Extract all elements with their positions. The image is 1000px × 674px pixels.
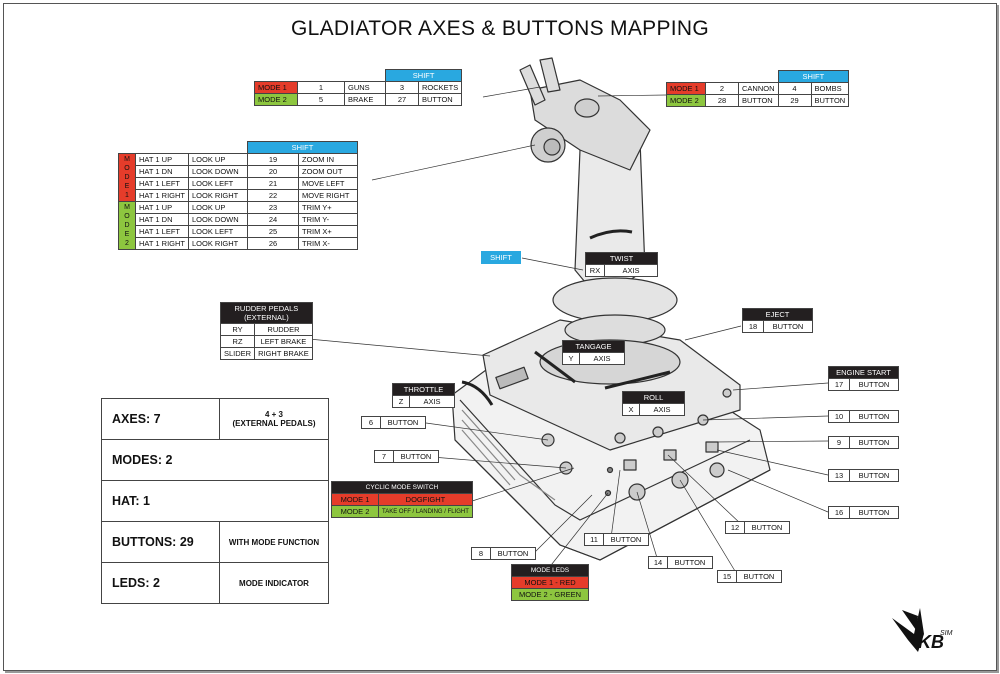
table-row: MODES: 2 — [101, 439, 329, 481]
logo-text: KB — [918, 632, 944, 652]
shift-header: SHIFT — [777, 70, 850, 83]
table-row: HAT: 1 — [101, 480, 329, 522]
mode-cell: MODE 1 — [666, 82, 706, 95]
table-row: MODE 1 1 GUNS 3 ROCKETS — [254, 81, 463, 94]
table-row: MODE 2 TAKE OFF / LANDING / FLIGHT — [331, 505, 473, 518]
table-row: HAT 1 RIGHT LOOK RIGHT 22 MOVE RIGHT — [119, 189, 358, 202]
eagle-icon — [892, 608, 924, 652]
eject-button-label: EJECT 18 BUTTON — [742, 308, 813, 333]
table-row: MODE 1 2 CANNON 4 BOMBS — [666, 82, 850, 95]
table-row: BUTTONS: 29 WITH MODE FUNCTION — [101, 521, 329, 563]
page-title: GLADIATOR AXES & BUTTONS MAPPING — [290, 17, 710, 40]
engine-start-label: ENGINE START 17 BUTTON — [828, 366, 899, 391]
table-row: LEDS: 2 MODE INDICATOR — [101, 562, 329, 604]
mode-cell: MODE 2 — [254, 93, 298, 106]
mode2-vertical-label: M O D E 2 — [118, 201, 136, 250]
mode-cell: MODE 2 — [666, 94, 706, 107]
table-row: HAT 1 DN LOOK DOWN 24 TRIM Y- — [119, 213, 358, 226]
page-frame — [3, 3, 997, 671]
throttle-axis-label: THROTTLE Z AXIS — [392, 383, 455, 408]
mode1-vertical-label: M O D E 1 — [118, 153, 136, 202]
cyclic-mode-switch-table: CYCLIC MODE SWITCH MODE 1 DOGFIGHT MODE … — [331, 481, 473, 518]
table-row: HAT 1 DN LOOK DOWN 20 ZOOM OUT — [119, 165, 358, 178]
summary-table: AXES: 7 4 + 3 (EXTERNAL PEDALS) MODES: 2… — [101, 398, 329, 604]
hat-mapping-table: SHIFT M O D E 1 HAT 1 UP LOOK UP 19 ZOOM… — [118, 141, 358, 250]
table-row: MODE 1 DOGFIGHT — [331, 493, 473, 506]
shift-header: SHIFT — [246, 141, 358, 154]
thumb-button-mapping-table: SHIFT MODE 1 2 CANNON 4 BOMBS MODE 2 28 … — [666, 70, 850, 107]
shift-header: SHIFT — [384, 69, 463, 82]
table-row: MODE 2 5 BRAKE 27 BUTTON — [254, 93, 463, 106]
table-row: HAT 1 LEFT LOOK LEFT 21 MOVE LEFT — [119, 177, 358, 190]
table-row: M O D E 1 HAT 1 UP LOOK UP 19 ZOOM IN — [118, 153, 358, 202]
table-row: M O D E 2 HAT 1 UP LOOK UP 23 TRIM Y+ — [118, 201, 358, 250]
table-row: AXES: 7 4 + 3 (EXTERNAL PEDALS) — [101, 398, 329, 440]
shift-label: SHIFT — [481, 251, 521, 264]
tangage-axis-label: TANGAGE Y AXIS — [562, 340, 625, 365]
rudder-pedals-table: RUDDER PEDALS (EXTERNAL) RY RUDDER RZ LE… — [219, 302, 313, 360]
mode-leds-table: MODE LEDS MODE 1 - RED MODE 2 - GREEN — [511, 564, 589, 601]
trigger-mapping-table: SHIFT MODE 1 1 GUNS 3 ROCKETS MODE 2 5 B… — [254, 69, 463, 106]
table-row: HAT 1 LEFT LOOK LEFT 25 TRIM X+ — [119, 225, 358, 238]
roll-axis-label: ROLL X AXIS — [622, 391, 685, 416]
kbsim-logo: KB SIM — [888, 600, 958, 660]
table-row: MODE 2 28 BUTTON 29 BUTTON — [666, 94, 850, 107]
table-row: HAT 1 RIGHT LOOK RIGHT 26 TRIM X- — [119, 237, 358, 250]
twist-axis-label: TWIST RX AXIS — [585, 252, 658, 277]
table-row: RZ LEFT BRAKE — [219, 335, 313, 348]
logo-superscript: SIM — [940, 630, 953, 637]
table-row: SLIDER RIGHT BRAKE — [219, 347, 313, 360]
table-row: RY RUDDER — [219, 323, 313, 336]
mode-cell: MODE 1 — [254, 81, 298, 94]
